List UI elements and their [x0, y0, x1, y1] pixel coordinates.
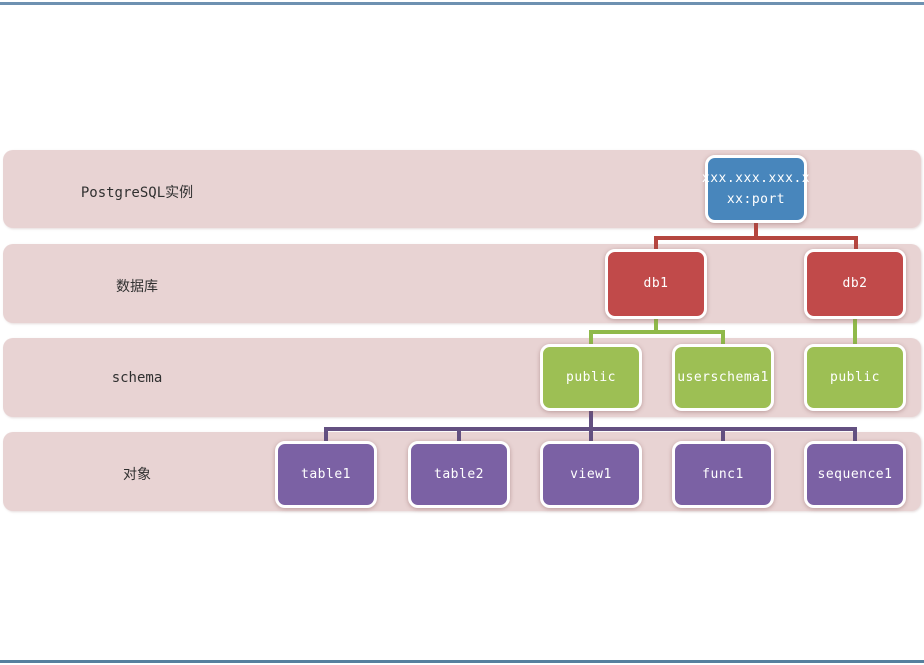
node-instance-address: xxx.xxx.xxx.x xx:port [702, 155, 810, 223]
row-label-database: 数据库 [116, 279, 158, 295]
window-bottom-border [0, 660, 924, 663]
node-schema-public-1: public [540, 344, 642, 411]
node-schema-userschema1: userschema1 [672, 344, 774, 411]
row-band-database [3, 244, 921, 323]
row-label-object: 对象 [123, 467, 151, 483]
row-label-schema: schema [111, 370, 163, 386]
node-view1: view1 [540, 441, 642, 508]
window-top-border [0, 2, 924, 5]
node-schema-public-2: public [804, 344, 906, 411]
node-table1: table1 [275, 441, 377, 508]
row-label-instance: PostgreSQL实例 [80, 185, 194, 201]
node-db2: db2 [804, 249, 906, 319]
node-sequence1: sequence1 [804, 441, 906, 508]
node-table2: table2 [408, 441, 510, 508]
node-func1: func1 [672, 441, 774, 508]
node-db1: db1 [605, 249, 707, 319]
